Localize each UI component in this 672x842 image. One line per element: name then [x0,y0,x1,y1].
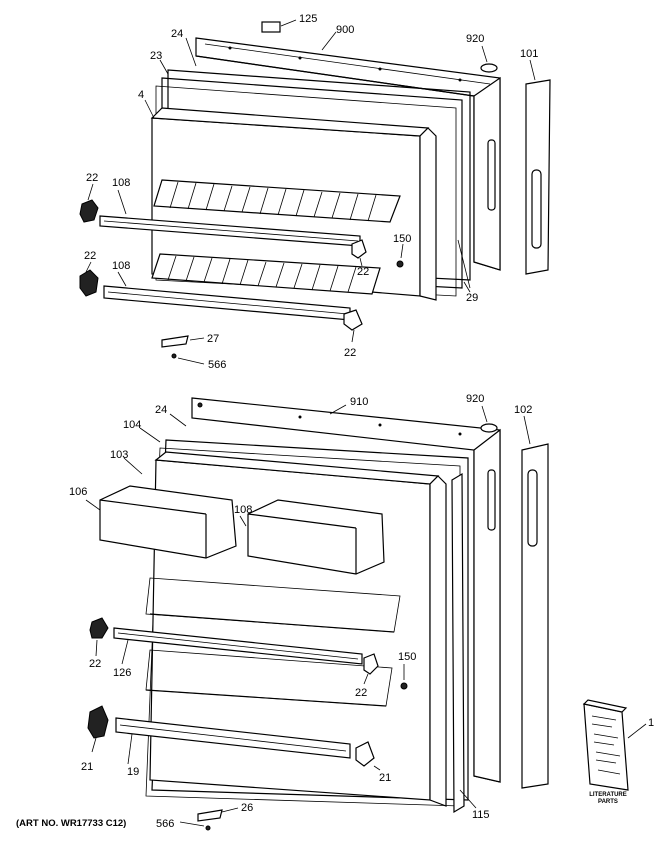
label-19: 19 [127,766,139,778]
label-102: 102 [514,404,532,416]
label-566-lower: 566 [156,818,174,830]
part-1-literature-booklet [582,699,647,791]
label-22-d: 22 [344,347,356,359]
part-126-19-bars [113,627,363,765]
label-910: 910 [350,396,368,408]
part-22-brackets [79,183,367,343]
part-101-handle [525,59,551,275]
label-108-lower: 108 [234,504,252,516]
label-125: 125 [299,13,317,25]
literature-caption-line2: PARTS [598,799,618,805]
label-126: 126 [113,667,131,679]
part-26-566 [179,807,239,831]
label-1: 1 [648,717,654,729]
label-22-c: 22 [357,266,369,278]
fresh-food-callouts: 910 920 102 24 104 103 106 108 22 126 15… [69,393,654,830]
label-22-b: 22 [84,250,96,262]
part-125-plate [261,19,297,33]
freezer-callouts: 125 900 920 101 24 23 4 22 108 22 108 15… [84,13,538,371]
label-103: 103 [110,449,128,461]
part-115-seal [451,472,477,814]
label-150-lower: 150 [398,651,416,663]
part-4-inner-liner [144,99,437,301]
part-920-cap [480,45,498,73]
fresh-food-door-assembly [85,397,647,831]
part-106-bins [85,485,385,575]
part-150-screw [396,243,404,268]
label-108-a: 108 [112,177,130,189]
label-106: 106 [69,486,87,498]
part-150-screw-lower [400,664,408,690]
label-566: 566 [208,359,226,371]
label-101: 101 [520,48,538,60]
label-920: 920 [466,33,484,45]
label-108-b: 108 [112,260,130,272]
art-number: (ART NO. WR17733 C12) [16,818,126,829]
part-910-outer-door-panel [191,397,501,783]
label-22-lower-a: 22 [89,658,101,670]
label-4: 4 [138,89,144,101]
part-22-21-brackets [87,617,381,771]
label-920-lower: 920 [466,393,484,405]
literature-caption-line1: LITERATURE [589,792,627,798]
label-26: 26 [241,802,253,814]
part-27-566 [161,335,205,365]
label-900: 900 [336,24,354,36]
part-102-handle [521,415,549,789]
label-22-a: 22 [86,172,98,184]
label-21-a: 21 [81,761,93,773]
label-29: 29 [466,292,478,304]
label-24: 24 [171,28,183,40]
freezer-door-assembly [79,19,551,365]
label-104: 104 [123,419,141,431]
label-115: 115 [472,809,490,821]
label-23: 23 [150,50,162,62]
label-24-lower: 24 [155,404,167,416]
label-150: 150 [393,233,411,245]
label-21-b: 21 [379,772,391,784]
part-920-cap-lower [480,405,498,433]
label-27: 27 [207,333,219,345]
label-22-lower-b: 22 [355,687,367,699]
